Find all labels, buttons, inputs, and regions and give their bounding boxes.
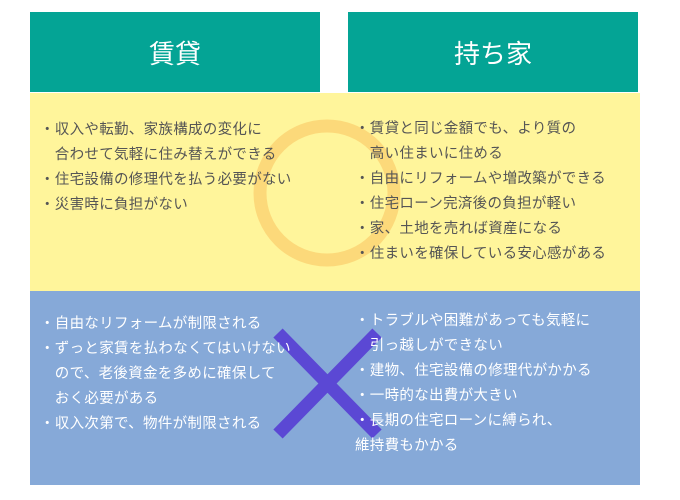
list-item: ・住宅ローン完済後の負担が軽い: [355, 196, 577, 212]
list-item: ・収入や転勤、家族構成の変化に: [40, 122, 262, 138]
list-item: おく必要がある: [40, 391, 159, 407]
list-item: ・住宅設備の修理代を払う必要がない: [40, 172, 292, 188]
pros-own-list: ・賃貸と同じ金額でも、より質の 高い住まいに住める ・自由にリフォームや増改築が…: [355, 117, 606, 267]
list-item: 高い住まいに住める: [355, 146, 503, 162]
list-item: ・賃貸と同じ金額でも、より質の: [355, 121, 577, 137]
list-item: ・災害時に負担がない: [40, 197, 188, 213]
list-item: 維持費もかかる: [355, 438, 459, 454]
header-own: 持ち家: [348, 12, 638, 92]
list-item: ・自由なリフォームが制限される: [40, 316, 262, 332]
cross-mark-icon: [273, 328, 382, 439]
list-item: ・一時的な出費が大きい: [355, 388, 518, 404]
header-own-label: 持ち家: [453, 39, 532, 70]
list-item: ・家、土地を売れば資産になる: [355, 221, 563, 237]
circle-mark-icon: [253, 119, 401, 267]
list-item: ・建物、住宅設備の修理代がかかる: [355, 363, 592, 379]
list-item: ・長期の住宅ローンに縛られ、: [355, 413, 562, 429]
header-rent-label: 賃貸: [148, 39, 201, 70]
header-rent: 賃貸: [30, 12, 320, 92]
list-item: ので、老後資金を多めに確保して: [40, 366, 276, 382]
list-item: ・収入次第で、物件が制限される: [40, 416, 262, 432]
list-item: ・自由にリフォームや増改築ができる: [355, 171, 606, 187]
pros-rent-list: ・収入や転勤、家族構成の変化に 合わせて気軽に住み替えができる ・住宅設備の修理…: [40, 118, 292, 218]
cons-rent-list: ・自由なリフォームが制限される ・ずっと家賃を払わなくてはいけない ので、老後資…: [40, 312, 291, 437]
list-item: 引っ越しができない: [355, 338, 503, 354]
list-item: ・ずっと家賃を払わなくてはいけない: [40, 341, 291, 357]
list-item: ・住まいを確保している安心感がある: [355, 246, 607, 262]
list-item: ・トラブルや困難があっても気軽に: [355, 313, 591, 329]
list-item: 合わせて気軽に住み替えができる: [40, 147, 277, 163]
cons-own-list: ・トラブルや困難があっても気軽に 引っ越しができない ・建物、住宅設備の修理代が…: [355, 309, 592, 459]
